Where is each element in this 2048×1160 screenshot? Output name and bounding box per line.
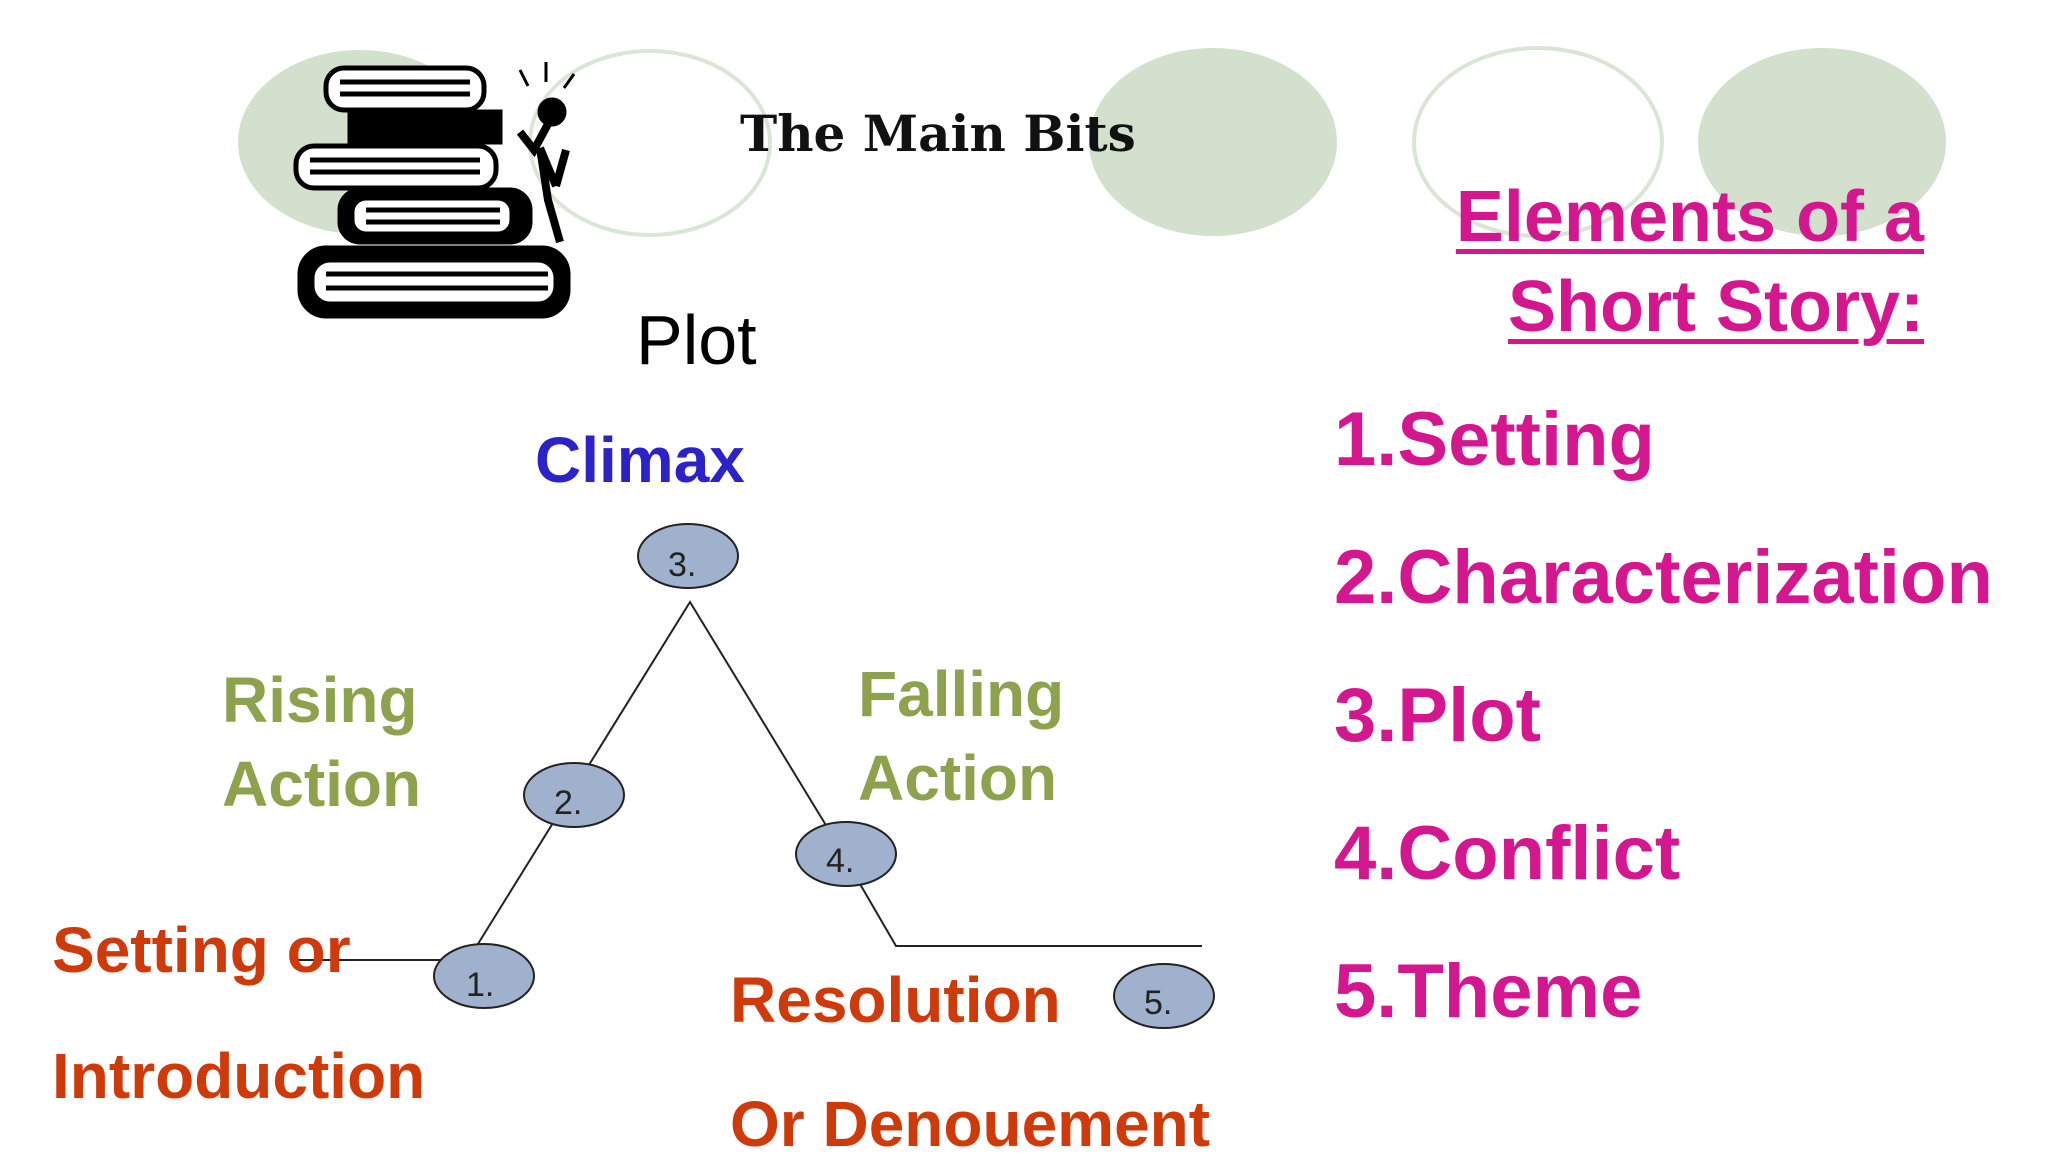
elements-list: 1.Setting 2.Characterization 3.Plot 4.Co… [1334,398,1993,1088]
plot-title: Plot [636,301,757,379]
stack-of-books-with-reader-icon [293,62,576,319]
rising-action-label-line1: Rising [222,664,418,736]
rising-action-label-line2: Action [222,748,422,820]
element-item: 3.Plot [1334,673,1541,758]
element-item: 4.Conflict [1334,811,1681,896]
falling-action-label-line1: Falling [858,658,1065,730]
node-3 [637,523,739,589]
setting-label-line2: Introduction [52,1040,426,1112]
climax-label: Climax [535,424,745,496]
element-item: 2.Characterization [1334,535,1993,620]
decor-circle-filled-2 [1089,48,1337,236]
node-2 [523,762,625,828]
elements-title-line2: Short Story: [1507,267,1924,347]
resolution-label-line2: Or Denouement [730,1088,1211,1160]
resolution-label-line1: Resolution [730,964,1061,1036]
node-3-number: 3. [668,546,697,584]
elements-title-line1: Elements of a [1455,177,1924,257]
element-item: 1.Setting [1334,397,1655,482]
node-1 [433,943,535,1009]
setting-label-line1: Setting or [52,914,351,986]
element-item: 5.Theme [1334,949,1643,1034]
elements-title: Elements of a Short Story: [1364,172,1924,352]
slide-heading: The Main Bits [740,104,1136,163]
node-4 [795,821,897,887]
node-2-number: 2. [554,784,583,822]
node-1-number: 1. [466,966,495,1004]
decor-circle-outline-2 [1412,46,1664,238]
decor-circle-filled-3 [1698,48,1946,236]
node-4-number: 4. [826,842,855,880]
node-5-number: 5. [1144,984,1173,1022]
node-5 [1113,963,1215,1029]
falling-action-label-line2: Action [858,742,1058,814]
